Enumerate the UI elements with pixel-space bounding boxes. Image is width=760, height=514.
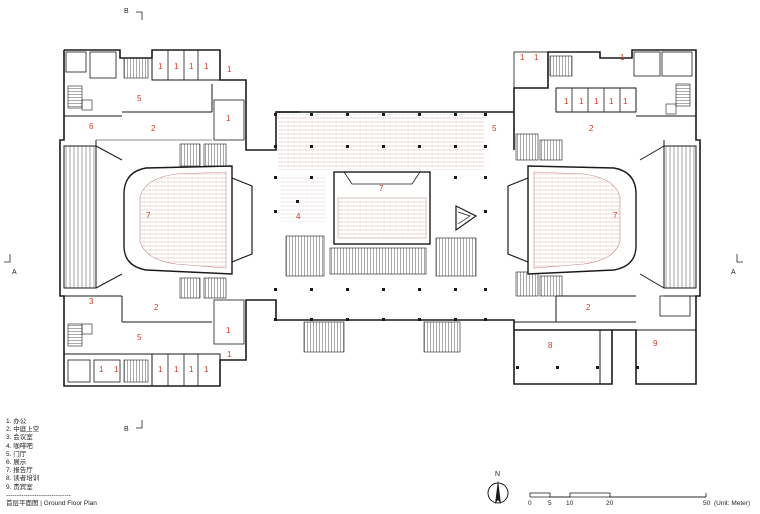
scale-tick-label: 5: [548, 500, 552, 507]
legend-item: 1. 办公: [6, 418, 27, 425]
section-label: A: [731, 269, 736, 276]
section-mark-b-top: B: [124, 8, 143, 20]
legend-divider: ------------------------------: [6, 491, 71, 499]
room-label: 2: [589, 124, 594, 133]
section-label: B: [124, 8, 129, 15]
scale-bar: 0 5 10 20 50 (Unit: Meter): [528, 492, 750, 507]
room-label: 1: [227, 65, 232, 74]
room-label: 2: [586, 303, 591, 312]
drawing-title: 首层平面图 | Ground Floor Plan: [6, 500, 97, 508]
legend-item: 2. 中庭上空: [6, 426, 40, 434]
room-label: 1: [174, 62, 179, 71]
room-label: 7: [379, 184, 384, 193]
room-label: 1: [609, 97, 614, 106]
legend-item: 3. 会议室: [6, 434, 33, 442]
legend-item: 7. 报告厅: [6, 467, 33, 475]
room-label: 2: [154, 303, 159, 312]
room-label: 1: [204, 62, 209, 71]
room-label: 1: [623, 97, 628, 106]
room-label: 6: [89, 122, 94, 131]
room-label: 1: [579, 97, 584, 106]
room-label: 1: [114, 365, 119, 374]
legend-item: 9. 贵宾室: [6, 483, 33, 491]
room-label: 7: [613, 211, 618, 220]
room-label: 1: [189, 62, 194, 71]
room-label: 9: [653, 339, 658, 348]
room-label: 5: [137, 333, 142, 342]
room-label: 1: [158, 62, 163, 71]
room-label: 2: [151, 124, 156, 133]
room-label: 1: [520, 53, 525, 62]
room-label: 1: [174, 365, 179, 374]
room-label: 1: [227, 350, 232, 359]
legend-item: 8. 读者培训: [6, 475, 40, 483]
room-label: 1: [99, 365, 104, 374]
room-labels: 1 1 1 1 1 5 6 2 1 7 3 2 5 1 1 1 1 1 1 1 …: [89, 53, 658, 374]
legend-item: 4. 咖啡吧: [6, 442, 33, 450]
scale-unit: (Unit: Meter): [714, 500, 750, 507]
scale-tick-label: 50: [703, 500, 711, 507]
room-label: 1: [534, 53, 539, 62]
left-wing: [59, 49, 300, 387]
legend-item: 6. 展示: [6, 459, 27, 467]
room-label: 3: [89, 297, 94, 306]
room-label: 1: [620, 53, 625, 62]
section-label: A: [12, 269, 17, 276]
section-mark-a-left: A: [4, 254, 17, 276]
room-label: 5: [492, 124, 497, 133]
legend-item: 5. 门厅: [6, 450, 27, 458]
room-label: 1: [204, 365, 209, 374]
room-label: 1: [564, 97, 569, 106]
room-label: 7: [146, 211, 151, 220]
column-grid: [274, 113, 639, 369]
section-mark-b-bottom: B: [124, 420, 143, 433]
north-arrow: N: [487, 471, 509, 504]
room-label: 1: [226, 114, 231, 123]
north-label: N: [495, 471, 500, 478]
center-block: [246, 111, 486, 353]
room-label: 1: [158, 365, 163, 374]
section-label: B: [124, 426, 129, 433]
room-label: 1: [594, 97, 599, 106]
room-label: 4: [296, 212, 301, 221]
room-label: 8: [548, 341, 553, 350]
section-mark-a-right: A: [731, 254, 743, 276]
left-auditorium: [123, 165, 253, 275]
scale-tick-label: 0: [528, 500, 532, 507]
right-wing: [486, 49, 701, 385]
scale-tick-label: 20: [606, 500, 614, 507]
room-label: 1: [189, 365, 194, 374]
room-label: 5: [137, 94, 142, 103]
right-auditorium: [507, 165, 637, 275]
legend: 1. 办公 2. 中庭上空 3. 会议室 4. 咖啡吧 5. 门厅 6. 展示 …: [6, 418, 97, 508]
scale-tick-label: 10: [566, 500, 574, 507]
room-label: 1: [226, 326, 231, 335]
